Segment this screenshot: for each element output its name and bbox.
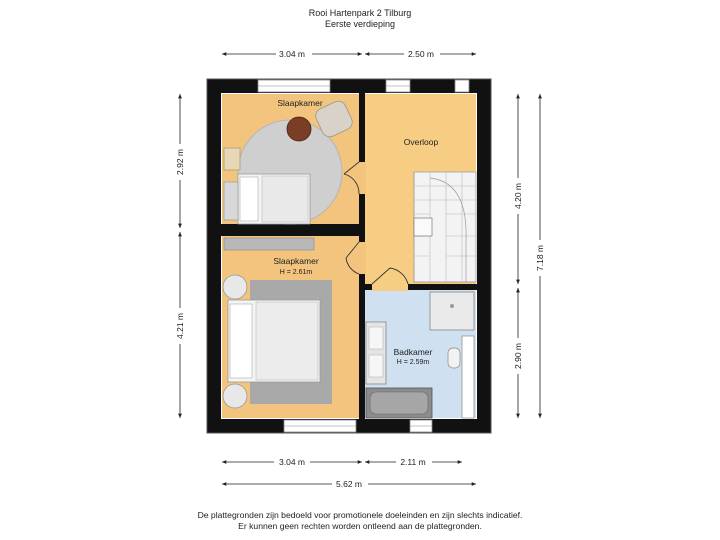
wall-landing-bathroom [363,284,477,290]
nightstand-bottom-1 [222,274,248,300]
shower [429,291,475,331]
room-height-bedroom-bottom: H = 2.61m [280,269,313,276]
nightstand-bottom-2 [222,383,248,409]
room-label-bedroom-top: Slaapkamer [277,98,323,108]
door-swing-bathroom [371,267,409,285]
window-top-far-right [454,79,470,93]
outer-wall-outline [206,78,492,434]
toilet [447,347,461,369]
dim-left-upper: 2.92 m [175,149,185,175]
dim-right-lower: 2.90 m [513,343,523,369]
armchair-top [315,100,353,138]
floor-subtitle: Eerste verdieping [324,19,396,29]
disclaimer-line-1: De plattegronden zijn bedoeld voor promo… [197,510,523,520]
dim-bottom-left: 3.04 m [279,457,305,467]
room-label-bedroom-bottom: Slaapkamer [273,256,319,266]
door-swing-top-bedroom [343,161,360,195]
disclaimer-line-2: Er kunnen geen rechten worden ontleend a… [238,521,482,531]
door-swing-bottom-bedroom [345,241,360,275]
disclaimer: De plattegronden zijn bedoeld voor promo… [0,510,720,532]
nightstand-top [223,147,241,171]
dim-bottom-right: 2.11 m [400,457,425,467]
dim-bottom-total: 5.62 m [336,479,362,489]
address-title: Rooi Hartenpark 2 Tilburg [308,8,412,18]
room-label-landing: Overloop [404,137,439,147]
dim-top-left: 3.04 m [279,49,305,59]
dim-top-right: 2.50 m [408,49,434,59]
plan-title: Rooi Hartenpark 2 Tilburg Eerste verdiep… [0,8,720,30]
room-label-bathroom: Badkamer [394,347,433,357]
wall-bedrooms-divider [221,224,361,236]
ottoman-top [286,116,312,142]
stair-landing-box [413,217,433,237]
towel-radiator [461,335,475,419]
dim-right-total: 7.18 m [535,245,545,271]
dim-left-lower: 4.21 m [175,313,185,339]
room-height-bathroom: H = 2.59m [397,359,430,366]
dim-right-upper: 4.20 m [513,183,523,209]
dresser-bottom [223,237,315,251]
bench-top [223,181,239,221]
